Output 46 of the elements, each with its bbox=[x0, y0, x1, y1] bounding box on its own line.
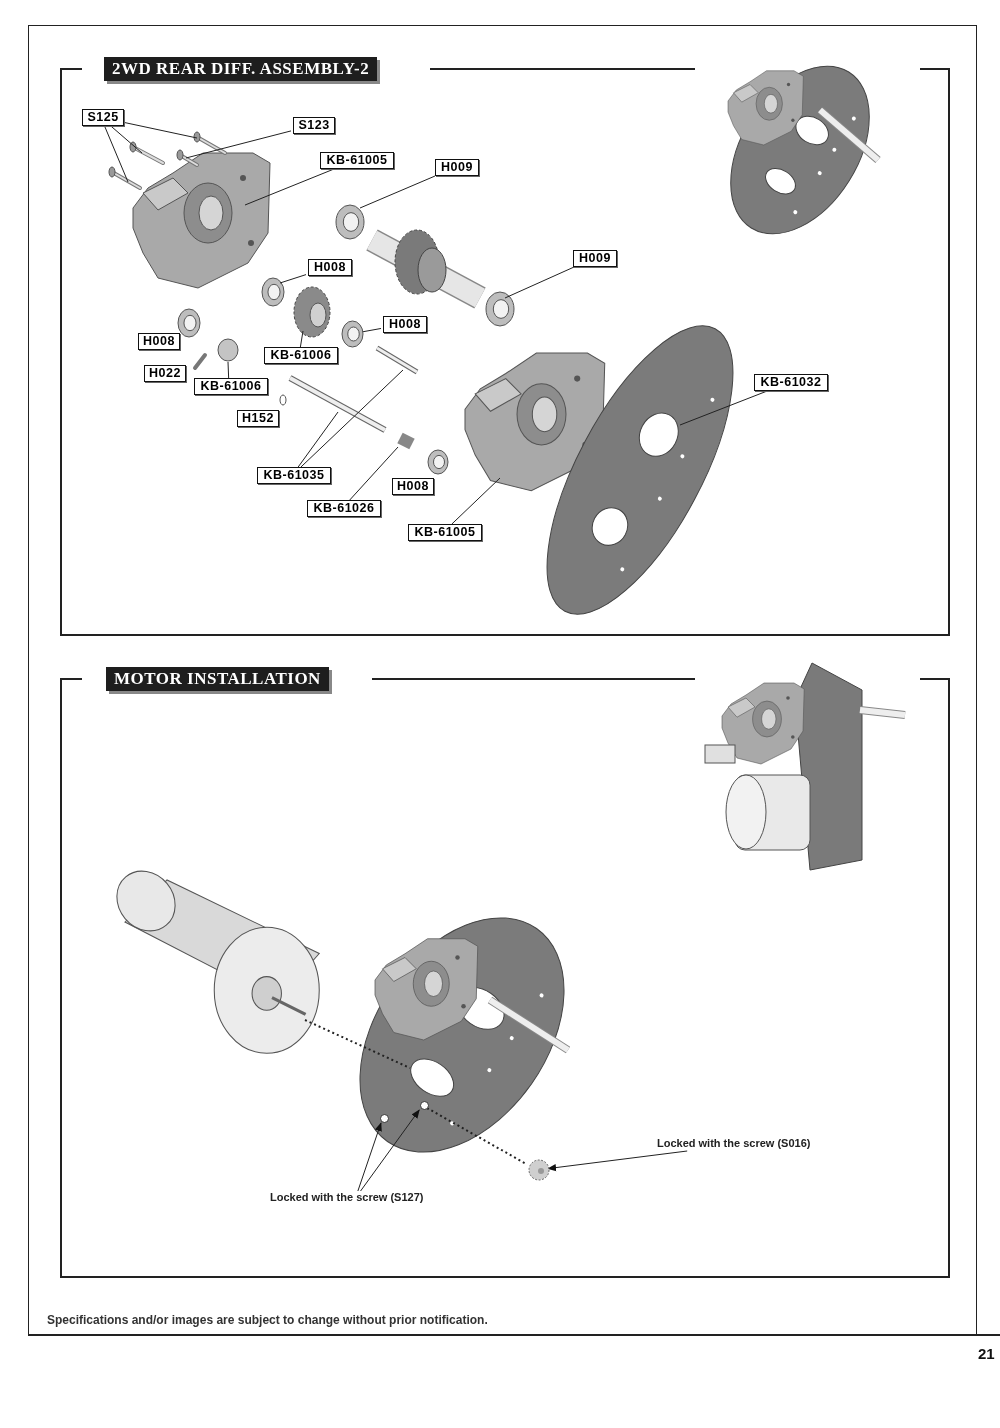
assembly-note: Locked with the screw (S127) bbox=[270, 1191, 424, 1203]
part-number-label: S125 bbox=[82, 109, 124, 126]
leader-line bbox=[349, 446, 399, 501]
page-number: 21 bbox=[978, 1345, 995, 1362]
leader-line bbox=[104, 125, 129, 183]
part-number-label: S123 bbox=[293, 117, 335, 134]
section-heading: 2WD REAR DIFF. ASSEMBLY-2 bbox=[104, 57, 378, 81]
part-number-label: H008 bbox=[392, 478, 434, 495]
leader-line bbox=[359, 175, 436, 209]
part-number-label: KB-61005 bbox=[408, 524, 482, 541]
assembly-guide-line bbox=[426, 1107, 527, 1165]
part-number-label: H152 bbox=[237, 410, 279, 427]
arrow bbox=[357, 1122, 382, 1192]
part-number-label: KB-61032 bbox=[754, 374, 828, 391]
leader-line bbox=[227, 361, 230, 379]
leader-line bbox=[504, 266, 575, 299]
disclaimer-note: Specifications and/or images are subject to change without prior notification. bbox=[47, 1313, 488, 1327]
arrow bbox=[360, 1109, 420, 1192]
leader-line bbox=[110, 125, 143, 154]
leader-line bbox=[244, 168, 335, 206]
part-number-label: KB-61026 bbox=[307, 500, 381, 517]
leader-line bbox=[300, 369, 404, 468]
part-number-label: KB-61006 bbox=[194, 378, 268, 395]
arrow bbox=[547, 1150, 688, 1172]
part-number-label: KB-61006 bbox=[264, 347, 338, 364]
bearing-drawing bbox=[341, 320, 364, 348]
leader-line bbox=[361, 328, 382, 333]
part-number-label: H009 bbox=[573, 250, 617, 267]
part-number-label: H008 bbox=[383, 316, 427, 333]
leader-line bbox=[451, 477, 501, 525]
part-number-label: H022 bbox=[144, 365, 186, 382]
part-number-label: H009 bbox=[435, 159, 479, 176]
leader-line bbox=[299, 330, 304, 348]
leader-line bbox=[279, 274, 307, 284]
leader-line bbox=[297, 411, 339, 468]
section-heading: MOTOR INSTALLATION bbox=[106, 667, 329, 691]
part-number-label: H008 bbox=[138, 333, 180, 350]
leader-line bbox=[679, 390, 768, 426]
part-number-label: H008 bbox=[308, 259, 352, 276]
screw-hole bbox=[420, 1101, 429, 1110]
part-number-label: KB-61035 bbox=[257, 467, 331, 484]
assembly-note: Locked with the screw (S016) bbox=[657, 1137, 811, 1149]
screw-hole bbox=[380, 1114, 389, 1123]
pinion-gear-drawing bbox=[528, 1159, 550, 1181]
part-number-label: KB-61005 bbox=[320, 152, 394, 169]
leader-line bbox=[185, 130, 292, 159]
